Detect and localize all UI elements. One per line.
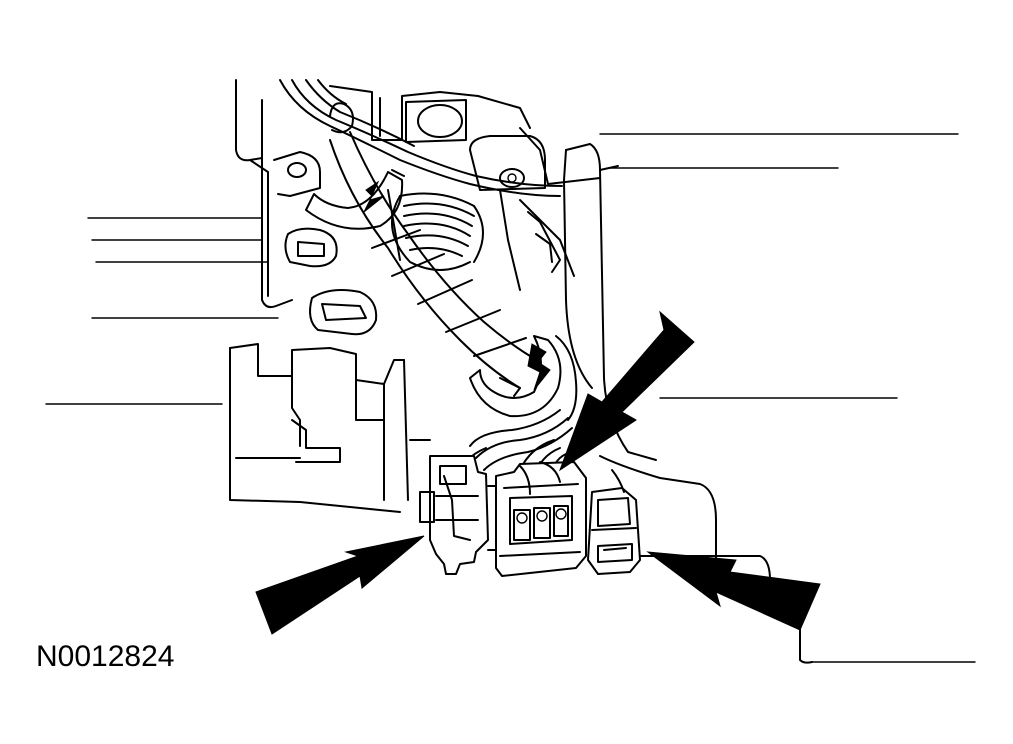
arrow-right-connector xyxy=(646,551,821,631)
electrical-connectors xyxy=(419,409,813,664)
figure-id-label: N0012824 xyxy=(36,640,175,673)
column-shroud xyxy=(229,79,657,513)
arrow-center-connector xyxy=(559,310,695,472)
wire-harness xyxy=(279,79,578,421)
arrow-left-connector xyxy=(255,535,425,635)
leader-lines xyxy=(45,133,976,663)
callout-arrows xyxy=(255,310,821,635)
